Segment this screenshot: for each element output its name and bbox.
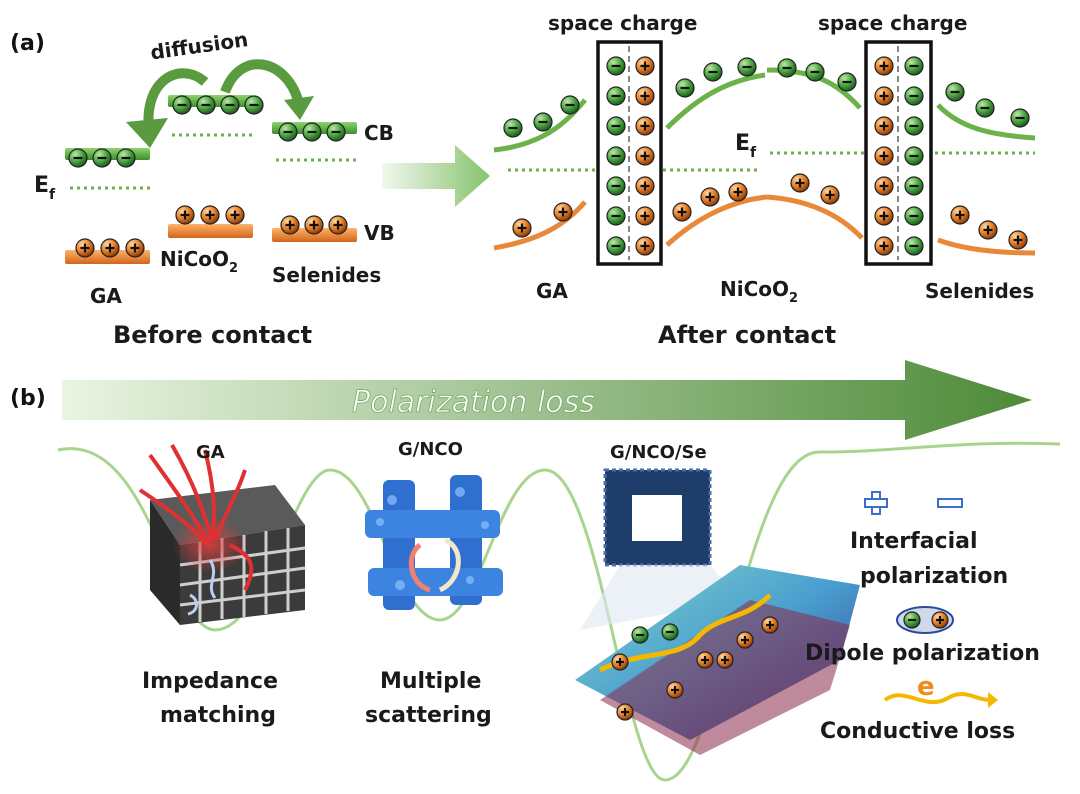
interfacial-charge-sign (671, 686, 679, 694)
interfacial-label-2: polarization (860, 564, 1008, 589)
panel-b-label: (b) (10, 386, 46, 411)
interfacial-charge-sign (721, 656, 729, 664)
nicoo2-label-a: NiCoO2 (160, 247, 238, 276)
nicoo2-vb-band-left (665, 194, 768, 247)
hole-sign (640, 91, 650, 101)
hole-sign (879, 151, 889, 161)
hole-sign (879, 241, 889, 251)
cb-label: CB (364, 121, 394, 145)
multiple-label-1: Multiple (380, 669, 481, 694)
hole-sign (616, 658, 624, 666)
ga-label-a: GA (90, 284, 122, 308)
hole-sign (80, 243, 90, 253)
ef-label-a: Ef (34, 173, 56, 203)
nicoo2-label-b: NiCoO2 (720, 277, 798, 306)
interfacial-charge-sign (621, 708, 629, 716)
dipole-positive-sign (936, 616, 944, 624)
hole-sign (795, 178, 805, 188)
hole-sign (205, 210, 215, 220)
hole-sign (285, 220, 295, 230)
transition-arrow (382, 145, 490, 207)
hole-sign (640, 211, 650, 221)
dipole-label: Dipole polarization (805, 641, 1040, 666)
diffusion-arrowhead-left (126, 118, 168, 148)
conductive-arrowhead (988, 692, 998, 708)
gncose-title: G/NCO/Se (610, 442, 707, 463)
space-charge-label-right: space charge (818, 11, 967, 35)
selenides-label-a: Selenides (272, 263, 381, 287)
space-charge-label-left: space charge (548, 11, 697, 35)
selenides-vb-band (937, 237, 1036, 256)
hole-sign (983, 225, 993, 235)
hole-sign (558, 207, 568, 217)
hole-sign (677, 207, 687, 217)
hole-sign (825, 190, 835, 200)
carriers-before-contact (68, 95, 348, 258)
before-contact-label: Before contact (113, 321, 312, 349)
nicoo2-cb-band-left (665, 72, 766, 130)
selenides-label-b: Selenides (925, 279, 1034, 303)
interfacial-label-1: Interfacial (850, 529, 978, 554)
diffusion-label: diffusion (149, 27, 250, 64)
hole-sign (333, 220, 343, 230)
hole-sign (640, 241, 650, 251)
gnco-structure (365, 475, 503, 610)
gncose-sheet (575, 565, 860, 755)
zoom-cone (580, 565, 740, 630)
polarization-loss-arrow (62, 360, 1032, 440)
e-symbol: e (917, 672, 935, 702)
interfacial-charge-sign (741, 636, 749, 644)
diffusion-arrowhead-right (284, 96, 314, 120)
hole-sign (879, 181, 889, 191)
multiple-label-2: scattering (365, 703, 492, 728)
nicoo2-vb-band-right (766, 194, 864, 240)
ga-label-b: GA (536, 279, 568, 303)
after-contact-label: After contact (658, 321, 836, 349)
hole-sign (309, 220, 319, 230)
hole-sign (105, 243, 115, 253)
conductive-label: Conductive loss (820, 719, 1015, 744)
ga-title-b: GA (196, 442, 225, 463)
hole-sign (640, 61, 650, 71)
hole-sign (640, 121, 650, 131)
hole-sign (879, 211, 889, 221)
hole-sign (180, 210, 190, 220)
interfacial-charge-sign (766, 621, 774, 629)
hole-sign (705, 192, 715, 202)
vb-label: VB (364, 221, 395, 245)
hole-sign (230, 210, 240, 220)
carriers-after-contact (503, 56, 1030, 256)
diffusion-arrow-right (220, 59, 303, 102)
hole-sign (701, 656, 709, 664)
hole-sign (640, 151, 650, 161)
ef-label-b: Ef (735, 131, 757, 161)
sheet-polarization-marks (611, 616, 779, 721)
panel-a-label: (a) (10, 31, 45, 56)
impedance-label-2: matching (160, 703, 276, 728)
conductive-wave-icon (883, 692, 991, 705)
ga-vb-band (493, 200, 587, 251)
gncose-frame (603, 468, 712, 567)
hole-sign (879, 61, 889, 71)
nicoo2-vb-bar (168, 224, 253, 238)
polarization-loss-label: Polarization loss (352, 385, 595, 420)
interfacial-icons (864, 491, 963, 515)
hole-sign (879, 91, 889, 101)
hole-sign (640, 181, 650, 191)
hole-sign (130, 243, 140, 253)
ga-lattice (138, 444, 306, 625)
dipole-charges (903, 611, 949, 629)
selenides-cb-band (936, 103, 1036, 141)
hole-sign (955, 210, 965, 220)
hole-sign (1013, 235, 1023, 245)
loss-wave (57, 441, 1061, 782)
hole-sign (733, 187, 743, 197)
gnco-title: G/NCO (398, 439, 463, 460)
hole-sign (879, 121, 889, 131)
hole-sign (517, 223, 527, 233)
impedance-label-1: Impedance (142, 669, 278, 694)
